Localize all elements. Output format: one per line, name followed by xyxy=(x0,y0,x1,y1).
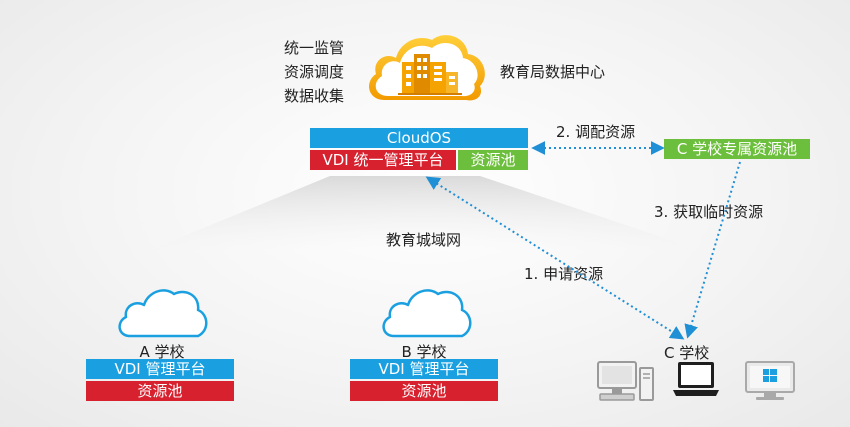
school-a-cloud-icon xyxy=(118,289,208,338)
school-c-name: C 学校 xyxy=(664,344,710,362)
windows-monitor-icon xyxy=(745,361,795,400)
school-a-name: A 学校 xyxy=(139,343,185,361)
arrow-step3 xyxy=(684,161,741,339)
datacenter-cloud-icon xyxy=(369,35,485,101)
windows-logo-icon xyxy=(763,369,777,382)
school-a-pool-bar: 资源池 xyxy=(86,381,234,401)
school-b-name: B 学校 xyxy=(401,343,447,361)
school-a-platform-bar: VDI 管理平台 xyxy=(86,359,234,379)
function-item: 数据收集 xyxy=(284,87,345,105)
school-b-pool-bar: 资源池 xyxy=(350,381,498,401)
cloudos-bar: CloudOS xyxy=(310,128,528,148)
school-b-platform-bar: VDI 管理平台 xyxy=(350,359,498,379)
datacenter-functions: 统一监管 资源调度 数据收集 xyxy=(284,36,364,108)
function-item: 统一监管 xyxy=(284,39,345,57)
vdi-unified-platform-bar: VDI 统一管理平台 xyxy=(310,150,456,170)
function-item: 资源调度 xyxy=(284,63,345,81)
school-c-pool-bar: C 学校专属资源池 xyxy=(664,139,810,159)
flow-step2-label: 2. 调配资源 xyxy=(556,123,636,141)
desktop-pc-icon xyxy=(597,361,654,401)
building-icon xyxy=(398,54,462,95)
school-b-cloud-icon xyxy=(382,289,472,338)
arrow-step1 xyxy=(425,176,685,340)
core-resource-pool-bar: 资源池 xyxy=(458,150,528,170)
laptop-icon xyxy=(673,362,719,396)
datacenter-label: 教育局数据中心 xyxy=(500,63,606,81)
